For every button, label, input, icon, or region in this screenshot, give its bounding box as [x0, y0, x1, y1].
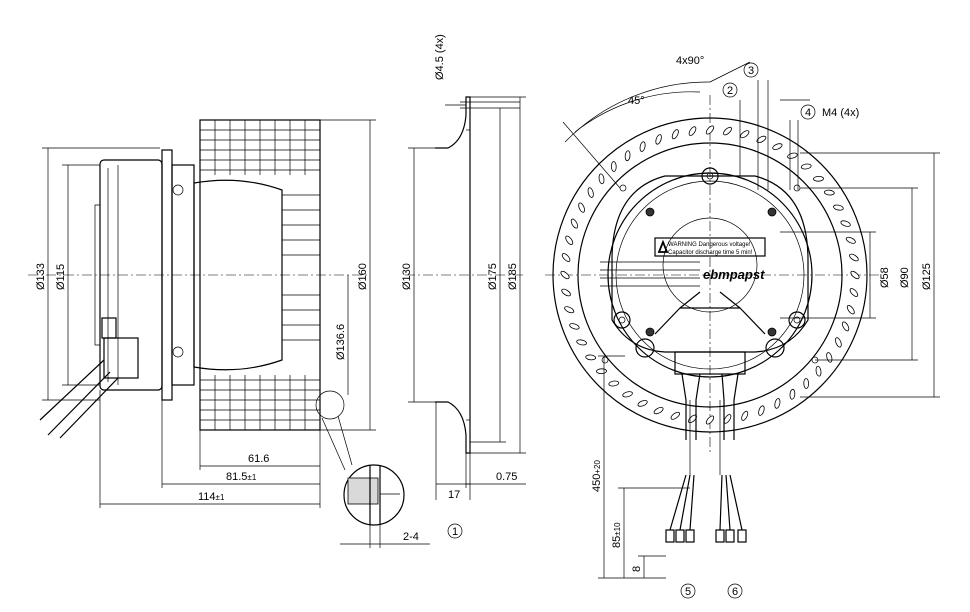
blade-slot: [833, 204, 844, 211]
dim-d185: Ø185: [507, 263, 519, 290]
dim-d90: Ø90: [899, 267, 911, 288]
dim-l114: 114±1: [198, 491, 225, 503]
dim-d160: Ø160: [357, 263, 369, 290]
warning-line-1: WARNING Dangerous voltage!: [668, 242, 751, 248]
blade-slot: [624, 150, 631, 162]
callout-3: 3: [748, 65, 754, 77]
blade-slot: [596, 368, 607, 375]
flange-view: Ø4.5 (4x) Ø130 Ø175 Ø185 17 0.75 1: [401, 34, 526, 539]
callout-2: 2: [727, 85, 733, 97]
blade-slot: [655, 134, 662, 145]
callout-5: 5: [685, 586, 691, 598]
front-view: WARNING Dangerous voltage! Capacitor dis…: [545, 55, 940, 599]
blade-slot: [758, 405, 765, 416]
blade-slot: [741, 410, 749, 421]
dim-l85: 85±10: [611, 522, 623, 548]
blade-slot: [789, 388, 796, 400]
blade-slot: [846, 305, 855, 315]
dim-m4: M4 (4x): [822, 107, 859, 119]
blade-slot: [639, 141, 646, 152]
blade-slot: [670, 411, 680, 420]
blade-slot: [756, 135, 767, 144]
dim-d4-5: Ø4.5 (4x): [434, 34, 446, 80]
dim-l2-4: 2-4: [403, 531, 419, 543]
blade-slot: [578, 202, 585, 213]
blade-slot: [637, 400, 648, 407]
dim-d130: Ø130: [401, 263, 413, 290]
blade-slot: [787, 152, 798, 159]
blade-slot: [826, 352, 833, 363]
callout-1: [447, 523, 463, 539]
dim-l61-6: 61.6: [248, 453, 269, 465]
blade-slot: [723, 126, 732, 136]
blade-slot: [823, 189, 835, 196]
blade-slot: [723, 414, 732, 424]
blade-slot: [845, 236, 856, 244]
blade-slot: [850, 270, 860, 280]
side-view: Ø133 Ø115 Ø160 Ø136.6 61.6 81.5±1 114±1 …: [28, 119, 430, 548]
cable-terminals: [665, 529, 747, 543]
blade-slot: [740, 130, 750, 139]
blade-slot: [815, 365, 822, 377]
blade-slot: [610, 161, 617, 172]
blade-slot: [688, 126, 697, 136]
warning-line-2: Capacitor discharge time 5 min!: [668, 250, 753, 256]
dim-d125: Ø125: [921, 263, 933, 290]
dim-l81-5: 81.5±1: [226, 471, 257, 483]
dim-l0-75: 0.75: [496, 471, 517, 483]
blade-slot: [705, 415, 715, 425]
blade-slot: [570, 218, 579, 229]
blade-slot: [608, 380, 620, 387]
dim-l8: 8: [631, 566, 643, 572]
blade-slot: [576, 339, 587, 346]
blade-slot: [849, 288, 859, 297]
blade-slot: [653, 406, 664, 415]
callout-6: 6: [732, 586, 738, 598]
blade-slot: [565, 235, 574, 245]
blade-slot: [561, 253, 571, 262]
dim-d136-6: Ø136.6: [335, 324, 347, 360]
blade-slot: [800, 163, 812, 170]
blade-slot: [813, 175, 824, 182]
dim-d58: Ø58: [879, 267, 891, 288]
brand-logo: ebmpapst: [703, 267, 765, 282]
blade-slot: [849, 253, 859, 262]
blade-slot: [774, 398, 781, 409]
blade-slot: [564, 306, 575, 314]
blade-slot: [622, 391, 633, 398]
blade-slot: [835, 337, 842, 348]
blade-slot: [671, 129, 679, 140]
blade-slot: [560, 270, 570, 280]
callout-4: 4: [805, 107, 811, 119]
dim-d133: Ø133: [35, 263, 47, 290]
angle-45: 45°: [628, 95, 645, 107]
dim-l450: 450+20: [591, 460, 603, 492]
blade-slot: [585, 354, 597, 361]
blade-slot: [803, 378, 810, 389]
callout-1-label: 1: [452, 526, 458, 538]
blade-slot: [587, 187, 594, 198]
angle-4x90: 4x90°: [676, 55, 704, 67]
dim-l17: 17: [448, 489, 460, 501]
dim-d175: Ø175: [487, 263, 499, 290]
blade-slot: [840, 220, 851, 227]
blade-slot: [705, 125, 715, 135]
blade-slot: [569, 323, 580, 330]
blade-slot: [772, 143, 783, 150]
blade-slot: [561, 288, 571, 297]
dim-d115: Ø115: [55, 264, 67, 290]
blade-slot: [598, 173, 605, 185]
blade-slot: [841, 321, 850, 332]
